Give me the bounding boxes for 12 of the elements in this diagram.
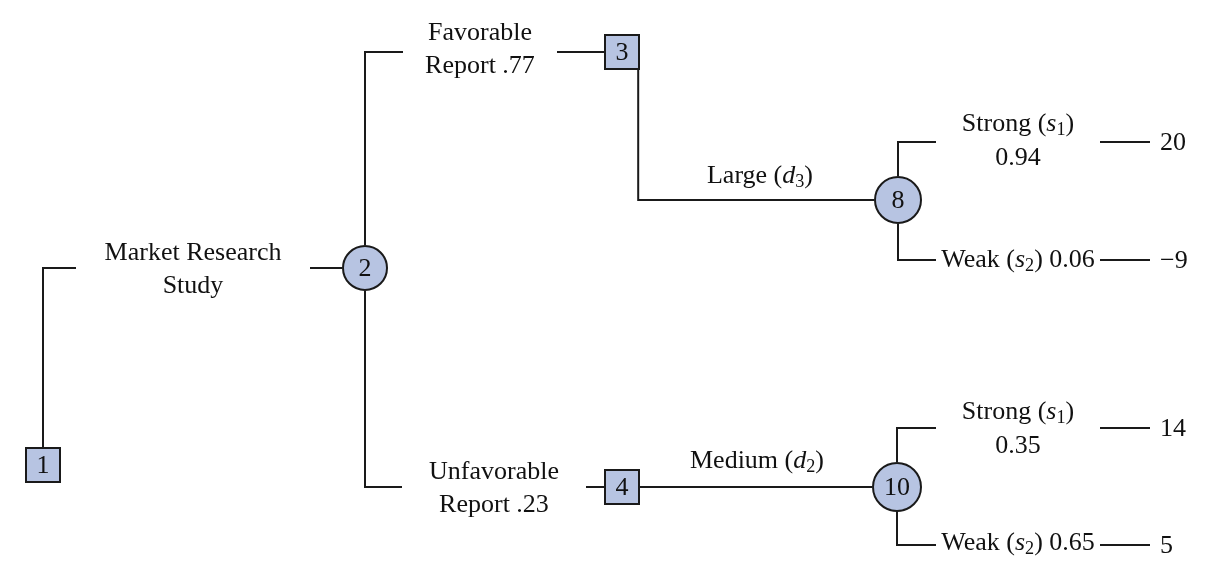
payoff-value: 20 xyxy=(1150,127,1210,157)
payoff-value: 5 xyxy=(1150,530,1210,560)
decision-node: 1 xyxy=(25,447,61,483)
payoff-value: −9 xyxy=(1150,245,1210,275)
branch-line xyxy=(637,69,875,201)
chance-node: 2 xyxy=(342,245,388,291)
decision-node: 4 xyxy=(604,469,640,505)
branch-line xyxy=(639,486,873,488)
payoff-value: 14 xyxy=(1150,413,1210,443)
chance-node: 10 xyxy=(872,462,922,512)
chance-node: 8 xyxy=(874,176,922,224)
decision-node: 3 xyxy=(604,34,640,70)
